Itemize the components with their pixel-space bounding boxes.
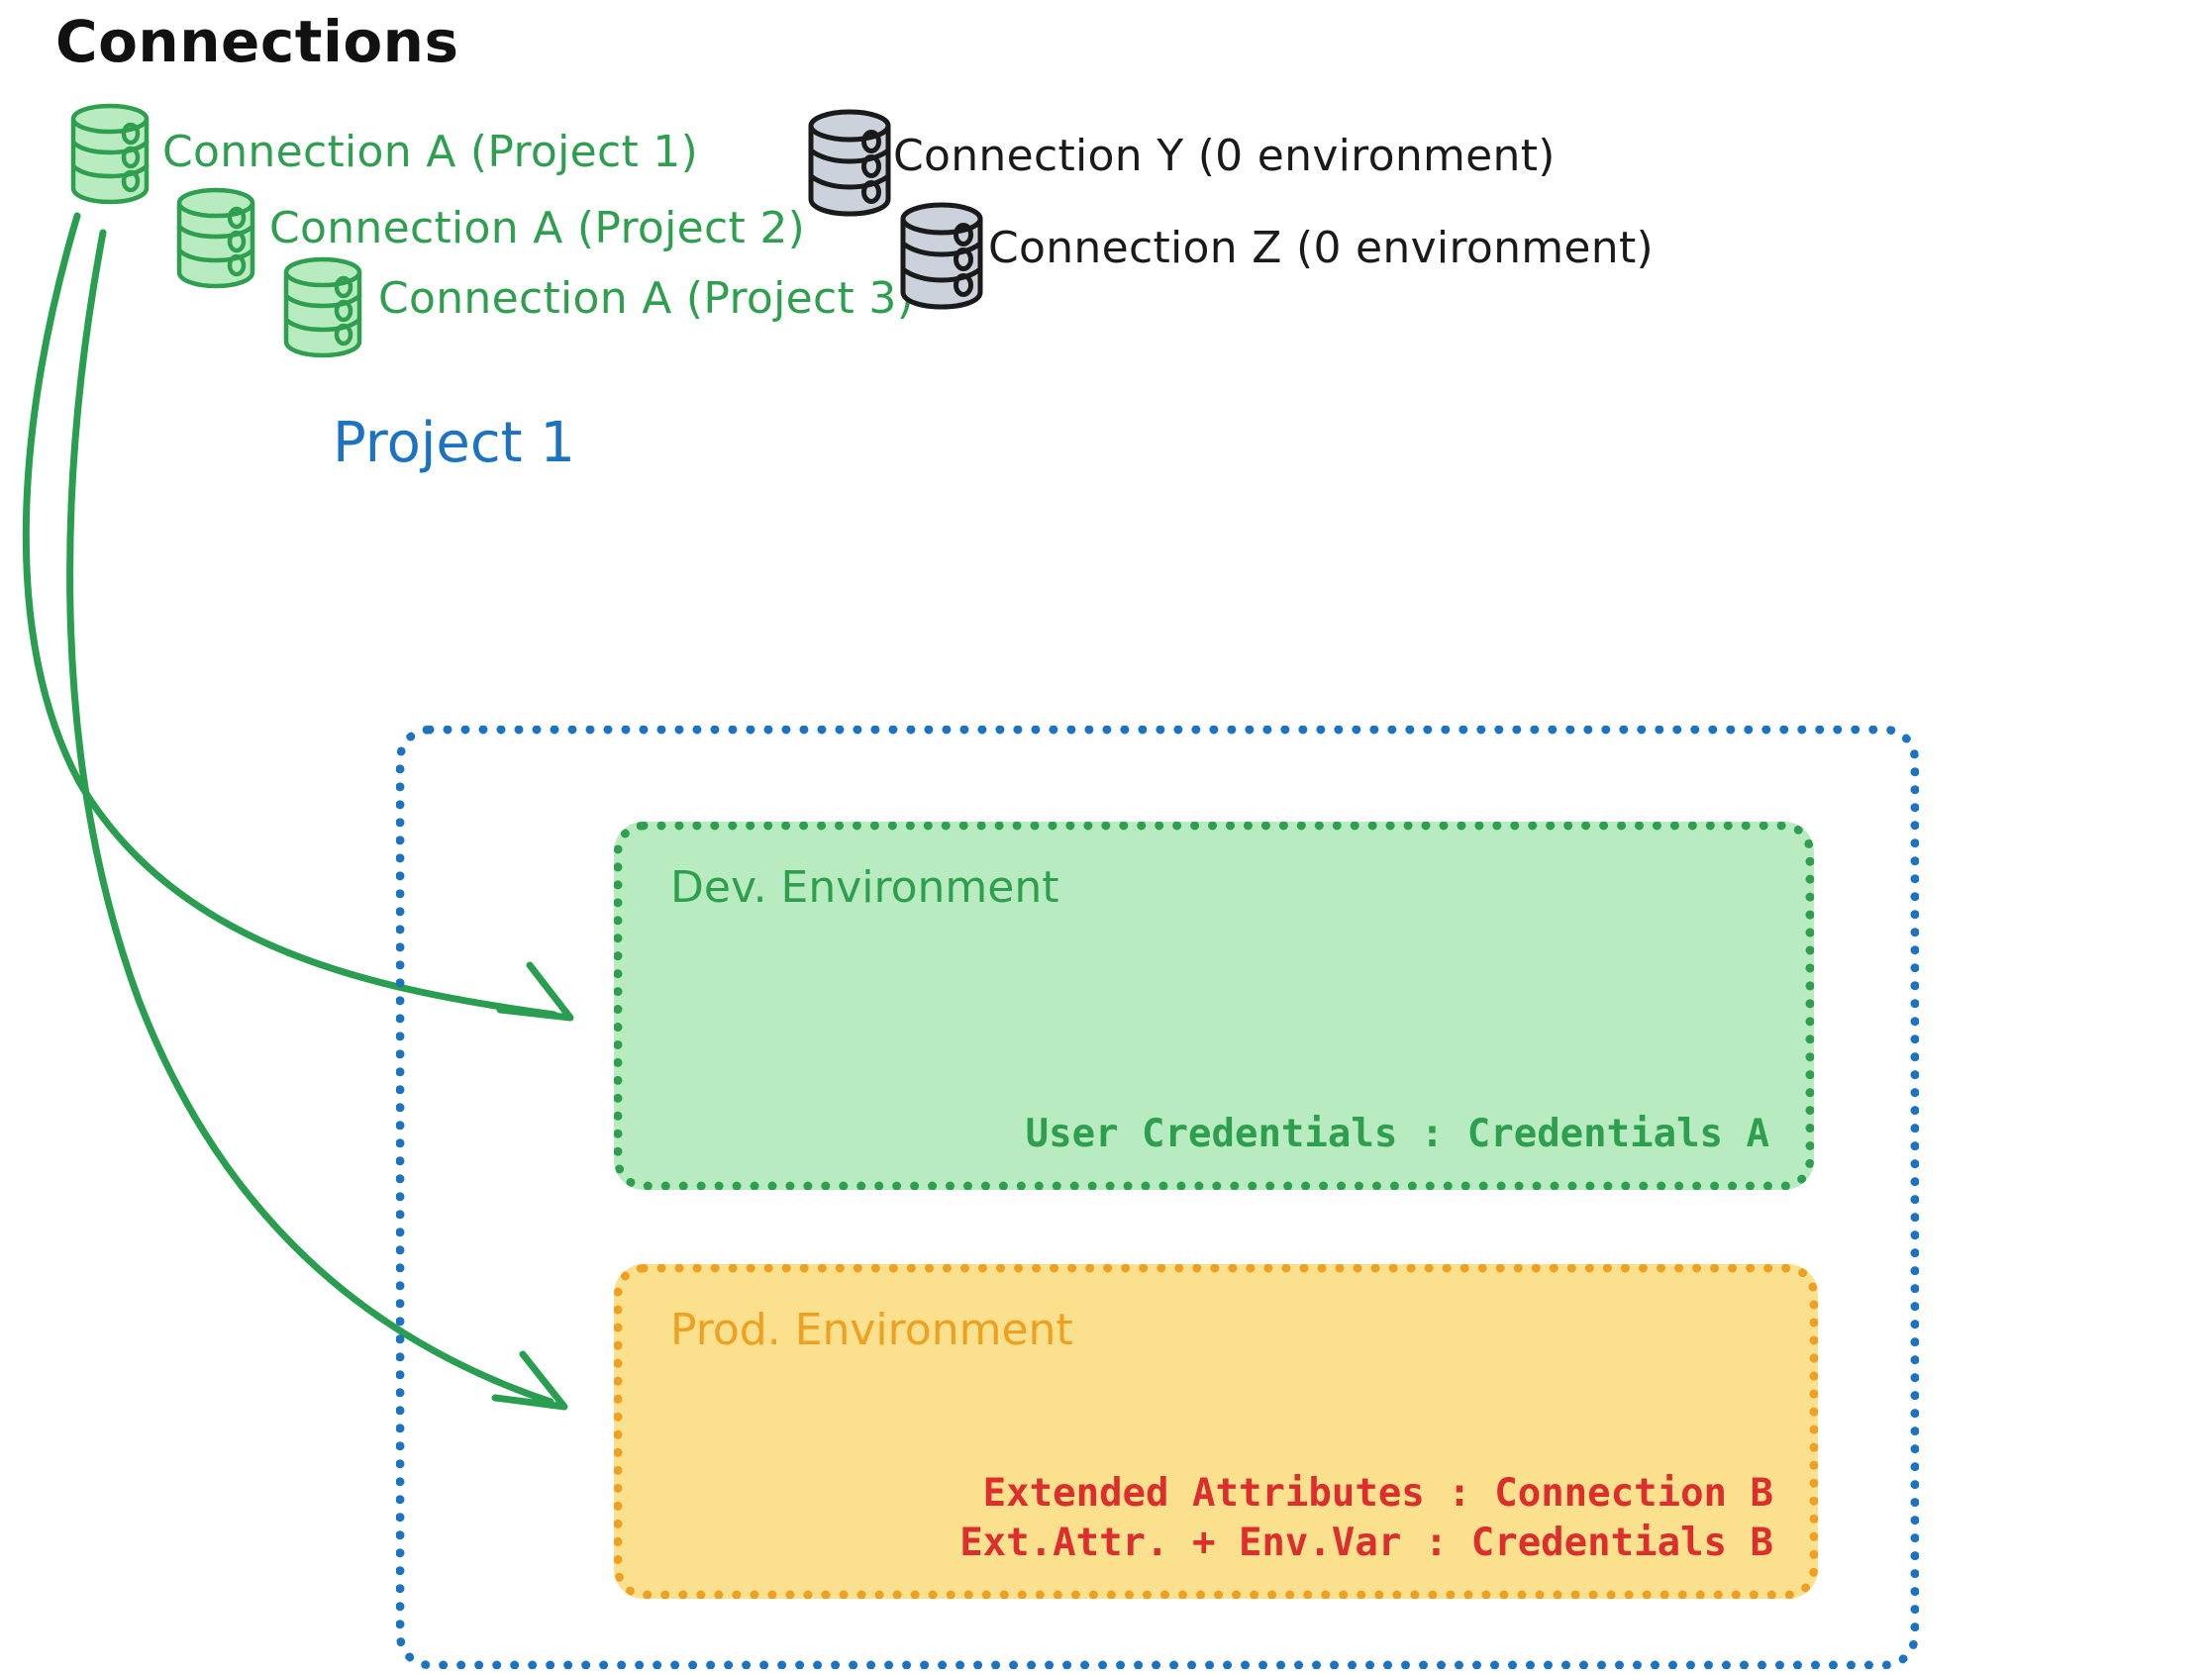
connection-label-a-project-1: Connection A (Project 1) <box>162 127 699 177</box>
page-title: Connections <box>55 8 459 75</box>
prod-environment-title: Prod. Environment <box>670 1305 1073 1355</box>
connection-label-y: Connection Y (0 environment) <box>893 131 1556 181</box>
connection-label-a-project-2: Connection A (Project 2) <box>269 203 806 253</box>
connection-label-a-project-3: Connection A (Project 3) <box>378 273 915 324</box>
database-icon-connection-z[interactable] <box>896 198 987 313</box>
prod-environment-detail-line: Ext.Attr. + Env.Var : Credentials B <box>959 1521 1773 1566</box>
database-icon-connection-a-project-2[interactable] <box>173 183 258 292</box>
project-container <box>396 726 1919 1669</box>
connection-label-z: Connection Z (0 environment) <box>988 223 1655 273</box>
database-icon-connection-y[interactable] <box>804 105 895 220</box>
prod-environment-details: Extended Attributes : Connection B Ext.A… <box>959 1469 1773 1568</box>
dev-environment-detail-line: User Credentials : Credentials A <box>1025 1112 1769 1157</box>
dev-environment-title: Dev. Environment <box>670 862 1059 913</box>
project-title: Project 1 <box>333 411 576 475</box>
database-icon-connection-a-project-3[interactable] <box>280 252 365 361</box>
prod-environment-box[interactable]: Prod. Environment Extended Attributes : … <box>614 1264 1818 1599</box>
dev-environment-details: User Credentials : Credentials A <box>1026 1110 1769 1159</box>
prod-environment-detail-line: Extended Attributes : Connection B <box>982 1471 1773 1517</box>
database-icon-connection-a-project-1[interactable] <box>67 99 152 208</box>
dev-environment-box[interactable]: Dev. Environment User Credentials : Cred… <box>614 822 1814 1190</box>
